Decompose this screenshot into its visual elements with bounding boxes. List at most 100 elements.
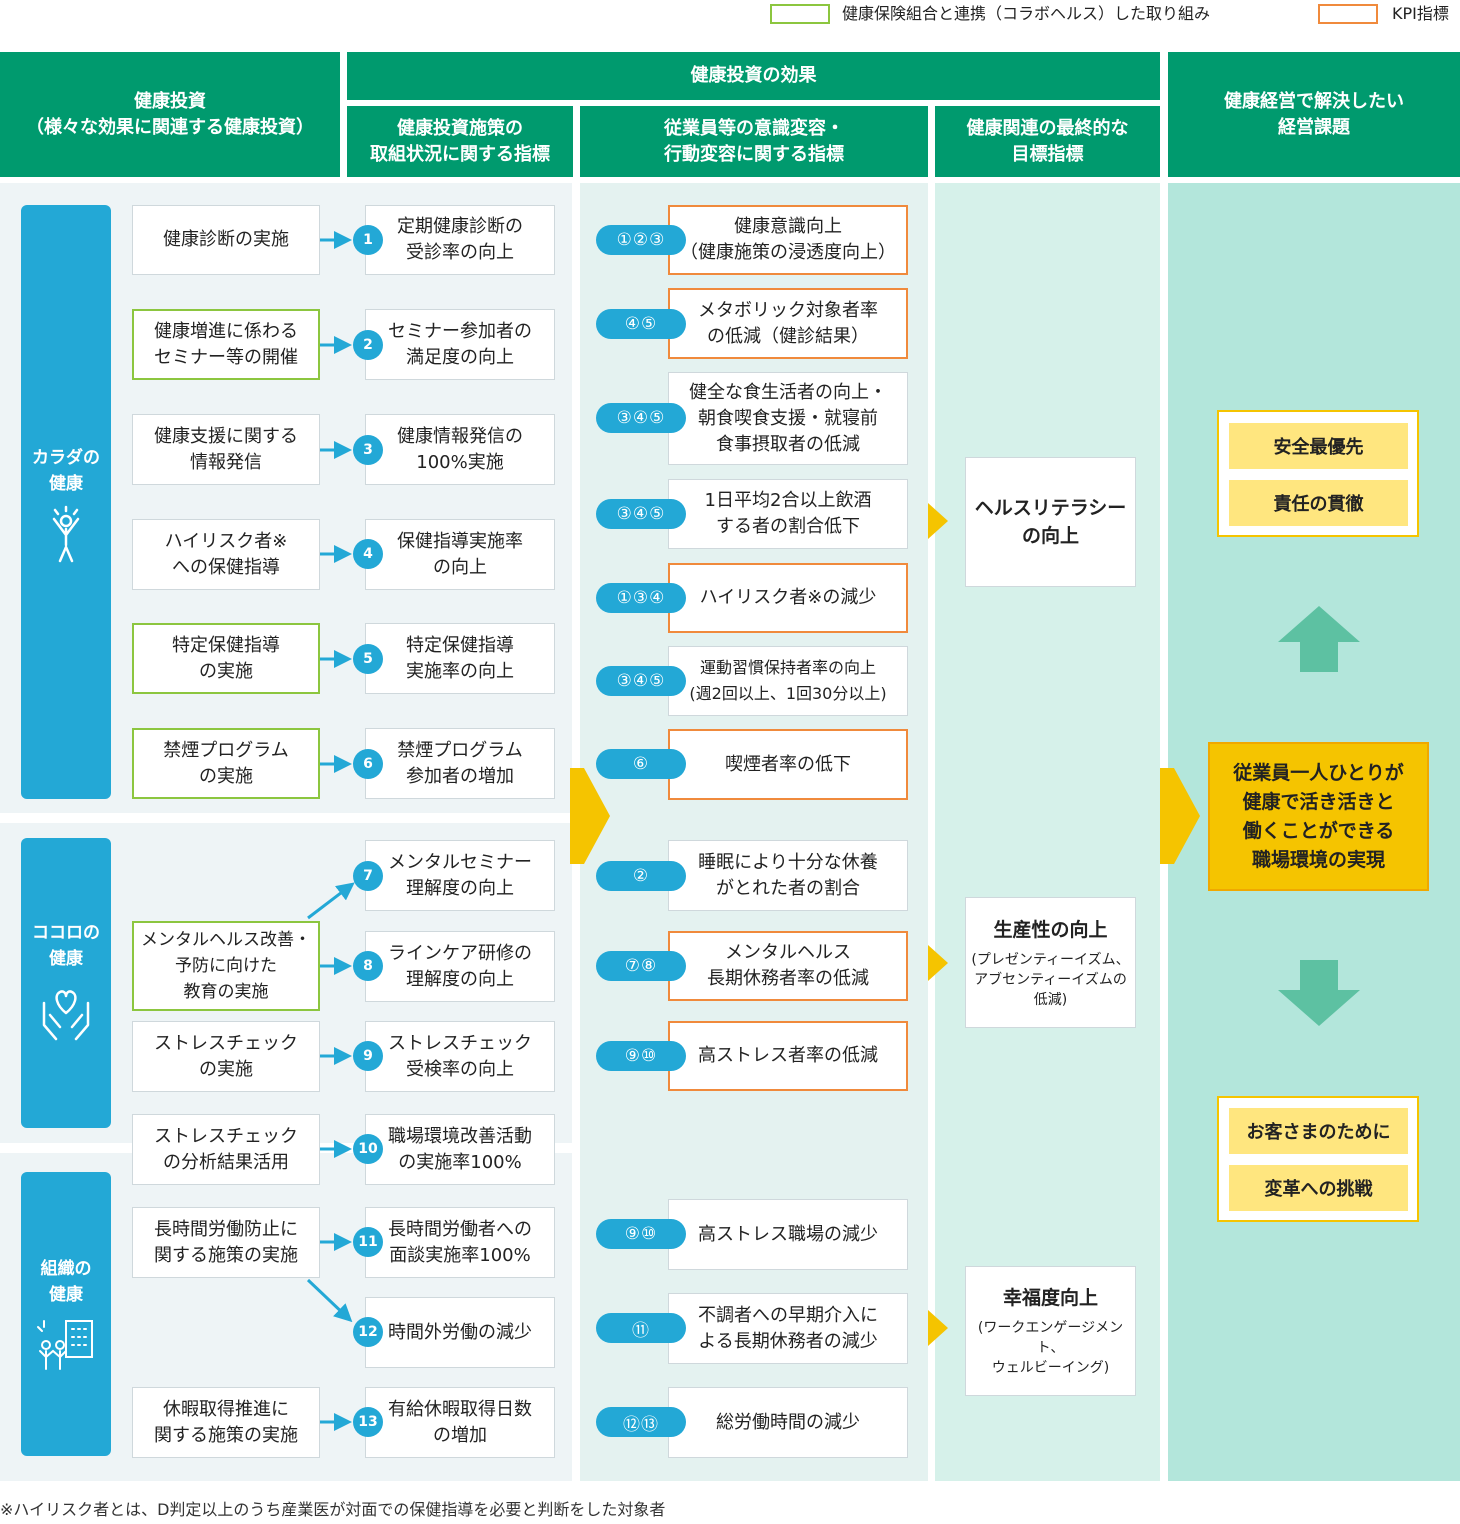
flow-chevron [928, 945, 948, 981]
header-investment: 健康投資 （様々な効果に関連する健康投資） [0, 52, 340, 177]
awareness-box: 睡眠により十分な休養 がとれた者の割合 [668, 840, 908, 911]
measure-box: メンタルセミナー 理解度の向上 [365, 840, 555, 911]
target-productivity: 生産性の向上 (プレゼンティーイズム、 アブセンティーイズムの 低減) [965, 897, 1136, 1028]
awareness-ref-pill: ⑫⑬ [596, 1407, 686, 1437]
measure-number-badge: 5 [353, 644, 383, 674]
awareness-box: 健全な食生活者の向上・ 朝食喫食支援・就寝前 食事摂取者の低減 [668, 372, 908, 465]
connector-arrows [306, 231, 355, 1431]
category-kokoro-label: ココロの 健康 [32, 923, 100, 969]
header-issues: 健康経営で解決したい 経営課題 [1168, 52, 1460, 177]
measure-number-badge: 8 [353, 951, 383, 981]
flow-chevron-large [570, 768, 610, 864]
category-kokoro: ココロの 健康 [21, 838, 111, 1128]
awareness-ref-pill: ② [596, 861, 686, 891]
issue-safety-first: 安全最優先 [1229, 423, 1408, 469]
measure-box: 特定保健指導 実施率の向上 [365, 623, 555, 694]
header-awareness: 従業員等の意識変容・ 行動変容に関する指標 [580, 106, 928, 177]
awareness-ref-pill: ⑪ [596, 1313, 686, 1343]
person-cheering-icon [52, 505, 80, 563]
awareness-box: 喫煙者率の低下 [668, 729, 908, 800]
measure-number-badge: 7 [353, 861, 383, 891]
awareness-box: 総労働時間の減少 [668, 1387, 908, 1458]
awareness-ref-pill: ①③④ [596, 583, 686, 613]
measure-number-badge: 10 [353, 1134, 383, 1164]
awareness-ref-pill: ⑨⑩ [596, 1219, 686, 1249]
measure-number-badge: 11 [353, 1227, 383, 1257]
flow-chevron [928, 1310, 948, 1346]
arrow-up-icon [1278, 606, 1360, 672]
category-soshiki-label: 組織の 健康 [40, 1259, 92, 1305]
awareness-ref-pill: ⑨⑩ [596, 1041, 686, 1071]
issue-for-customers: お客さまのために [1229, 1108, 1408, 1154]
target-health-literacy: ヘルスリテラシー の向上 [965, 457, 1136, 587]
measure-number-badge: 1 [353, 225, 383, 255]
awareness-box: 運動習慣保持者率の向上 (週2回以上、1回30分以上) [668, 646, 908, 716]
investment-box: ストレスチェック の分析結果活用 [132, 1114, 320, 1185]
measure-number-badge: 4 [353, 539, 383, 569]
category-karada-label: カラダの 健康 [32, 448, 100, 494]
flow-chevron [928, 503, 948, 539]
heart-hands-icon [42, 990, 90, 1041]
investment-box: 健康診断の実施 [132, 205, 320, 275]
measure-box: 禁煙プログラム 参加者の増加 [365, 728, 555, 799]
header-effects: 健康投資の効果 [347, 52, 1160, 100]
target-subtitle: (プレゼンティーイズム、 アブセンティーイズムの 低減) [971, 951, 1130, 1008]
awareness-box: メタボリック対象者率 の低減（健診結果） [668, 288, 908, 359]
awareness-ref-pill: ③④⑤ [596, 666, 686, 696]
investment-box: ハイリスク者※ への保健指導 [132, 519, 320, 590]
awareness-ref-pill: ④⑤ [596, 309, 686, 339]
awareness-box: ハイリスク者※の減少 [668, 563, 908, 633]
arrow-down-icon [1278, 960, 1360, 1026]
awareness-box: 健康意識向上 （健康施策の浸透度向上） [668, 205, 908, 275]
legend-collab-label: 健康保険組合と連携（コラボヘルス）した取り組み [842, 4, 1211, 23]
investment-box: 休暇取得推進に 関する施策の実施 [132, 1387, 320, 1458]
legend-kpi-swatch [1318, 4, 1378, 24]
measure-box: 健康情報発信の 100%実施 [365, 414, 555, 485]
awareness-ref-pill: ③④⑤ [596, 499, 686, 529]
footnote: ※ハイリスク者とは、D判定以上のうち産業医が対面での保健指導を必要と判断をした対… [0, 1500, 666, 1519]
awareness-ref-pill: ⑥ [596, 749, 686, 779]
measure-box: 有給休暇取得日数 の増加 [365, 1387, 555, 1458]
investment-box: 健康増進に係わる セミナー等の開催 [132, 309, 320, 380]
header-final: 健康関連の最終的な 目標指標 [935, 106, 1160, 177]
category-karada: カラダの 健康 [21, 205, 111, 799]
legend-collab-swatch [770, 4, 830, 24]
zone-final [935, 183, 1160, 1481]
investment-box: 禁煙プログラム の実施 [132, 728, 320, 799]
awareness-ref-pill: ⑦⑧ [596, 951, 686, 981]
investment-box: ストレスチェック の実施 [132, 1021, 320, 1092]
investment-box: 長時間労働防止に 関する施策の実施 [132, 1207, 320, 1278]
measure-box: 長時間労働者への 面談実施率100% [365, 1207, 555, 1278]
issue-responsibility: 責任の貫徹 [1229, 480, 1408, 526]
investment-box: メンタルヘルス改善・ 予防に向けた 教育の実施 [132, 921, 320, 1011]
measure-number-badge: 6 [353, 749, 383, 779]
team-building-icon [37, 1320, 93, 1370]
investment-box: 特定保健指導 の実施 [132, 623, 320, 694]
measure-number-badge: 3 [353, 435, 383, 465]
target-title: ヘルスリテラシー の向上 [974, 497, 1127, 547]
measure-box: 定期健康診断の 受診率の向上 [365, 205, 555, 275]
measure-number-badge: 2 [353, 330, 383, 360]
target-subtitle: (ワークエンゲージメント、 ウェルビーイング) [977, 1320, 1124, 1376]
measure-box: ストレスチェック 受検率の向上 [365, 1021, 555, 1092]
legend-kpi-label: KPI指標 [1392, 4, 1449, 23]
measure-number-badge: 12 [353, 1317, 383, 1347]
target-wellbeing: 幸福度向上 (ワークエンゲージメント、 ウェルビーイング) [965, 1266, 1136, 1396]
awareness-ref-pill: ①②③ [596, 225, 686, 255]
measure-box: 職場環境改善活動 の実施率100% [365, 1114, 555, 1185]
awareness-box: 1日平均2合以上飲酒 する者の割合低下 [668, 479, 908, 549]
measure-number-badge: 13 [353, 1407, 383, 1437]
measure-number-badge: 9 [353, 1041, 383, 1071]
awareness-box: 高ストレス者率の低減 [668, 1021, 908, 1091]
awareness-box: 不調者への早期介入に よる長期休務者の減少 [668, 1293, 908, 1364]
target-title: 生産性の向上 [993, 918, 1108, 941]
header-measures: 健康投資施策の 取組状況に関する指標 [347, 106, 573, 177]
issue-reform-challenge: 変革への挑戦 [1229, 1165, 1408, 1211]
issue-center-goal: 従業員一人ひとりが 健康で活き活きと 働くことができる 職場環境の実現 [1208, 742, 1429, 891]
measure-box: セミナー参加者の 満足度の向上 [365, 309, 555, 380]
investment-box: 健康支援に関する 情報発信 [132, 414, 320, 485]
awareness-ref-pill: ③④⑤ [596, 403, 686, 433]
measure-box: 保健指導実施率 の向上 [365, 519, 555, 590]
awareness-box: メンタルヘルス 長期休務者率の低減 [668, 931, 908, 1001]
target-title: 幸福度向上 [1002, 1287, 1098, 1309]
